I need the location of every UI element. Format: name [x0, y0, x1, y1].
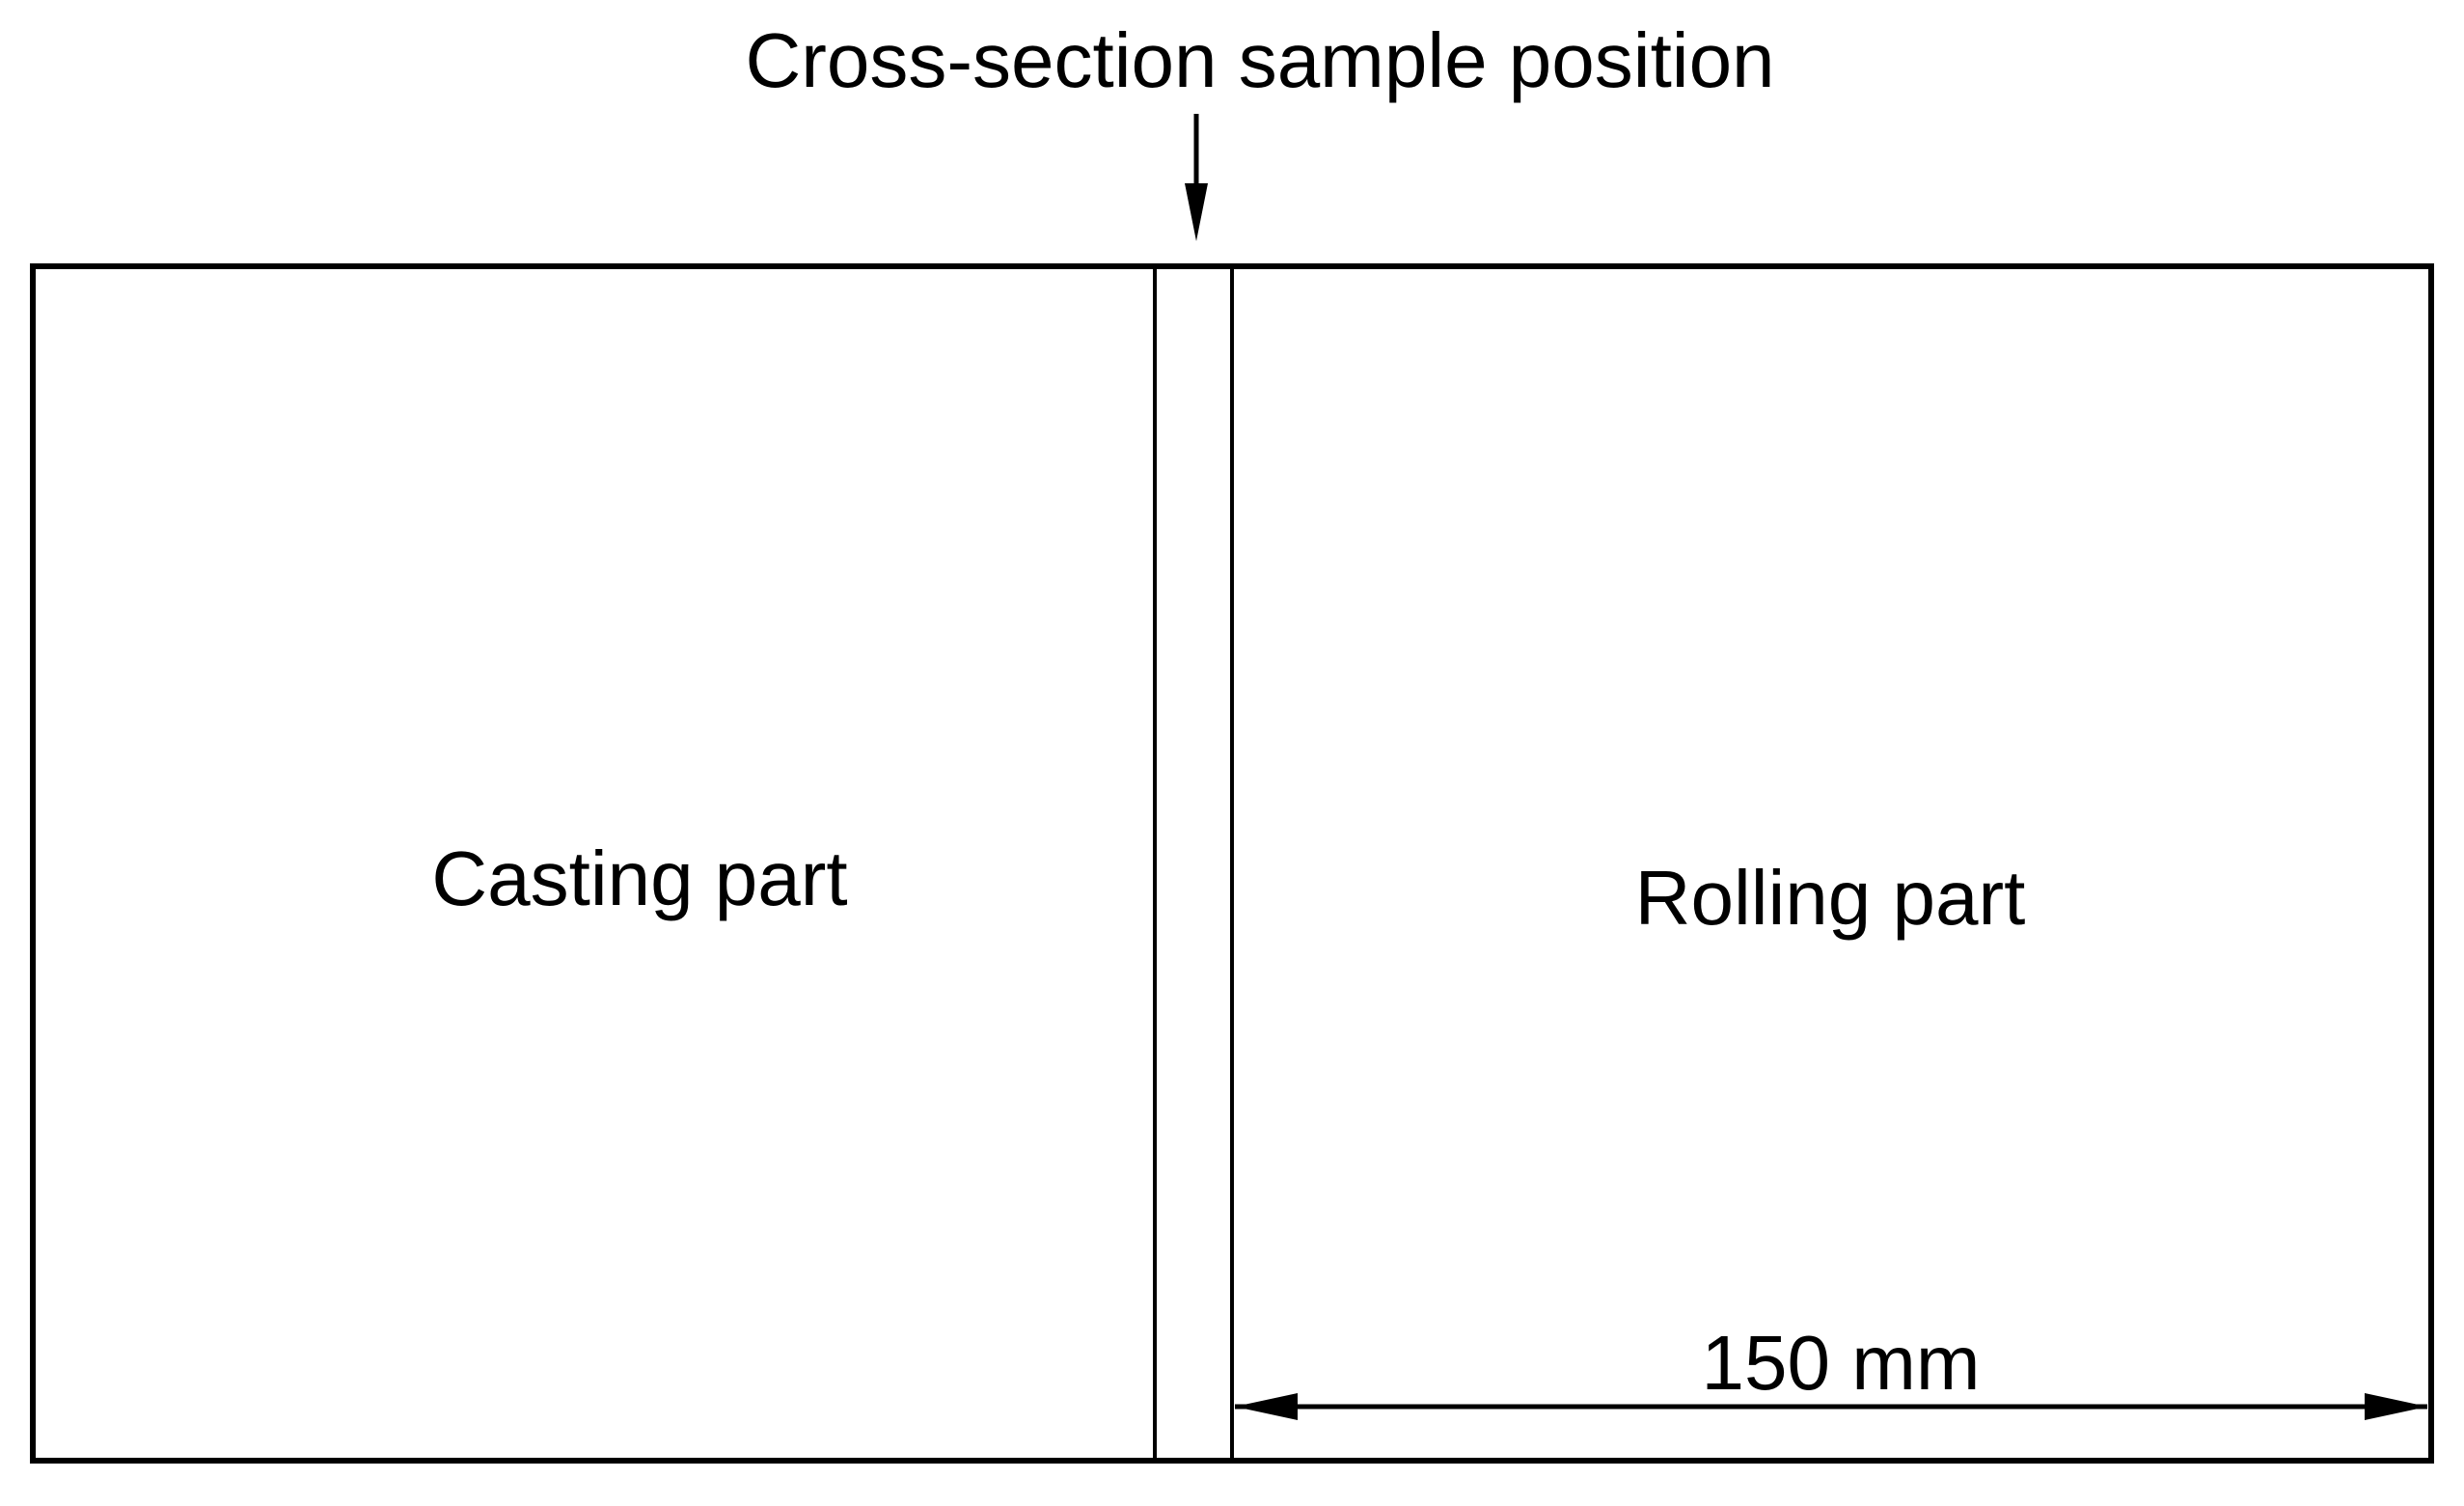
casting-part-label: Casting part: [431, 835, 847, 921]
rolling-part-label: Rolling part: [1635, 855, 2026, 941]
dimension-arrow-left: [1235, 1393, 1298, 1420]
dimension-label: 150 mm: [1702, 1320, 1981, 1406]
sample-position-arrow-head: [1185, 183, 1208, 241]
sample-position-label: Cross-section sample position: [745, 17, 1774, 103]
dimension-arrow-right: [2365, 1393, 2427, 1420]
